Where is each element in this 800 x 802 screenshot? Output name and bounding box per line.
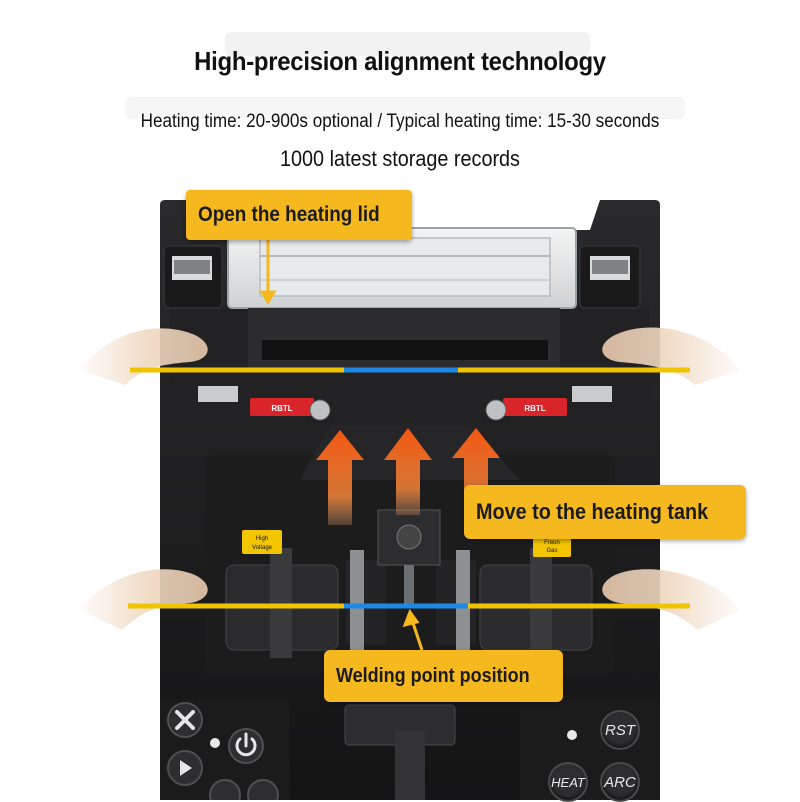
top-left-hand [80,328,208,385]
callout-open-heating-lid-text: Open the heating lid [198,203,380,226]
bottom-right-hand [602,569,740,630]
svg-text:Gas: Gas [546,548,557,554]
right-latch [579,245,641,309]
play-icon [180,760,192,776]
left-key [247,779,279,800]
callout-open-heating-lid: Open the heating lid [186,190,412,240]
headline-storage-records: 1000 latest storage records [280,146,520,171]
ghost-text-bar-1 [225,32,590,56]
left-indicator-plate [198,386,238,402]
svg-text:RBTL: RBTL [524,404,545,413]
right-screw-knob [485,399,507,421]
ghost-text-bar-2 [125,97,685,119]
left-red-clamp: RBTL [250,398,314,416]
headline-heating-time: Heating time: 20-900s optional / Typical… [140,111,660,132]
heat-key-label: HEAT [551,774,585,790]
rst-key[interactable]: RST [600,710,640,750]
right-indicator-plate [572,386,612,402]
callout-move-to-heating-tank-text: Move to the heating tank [476,499,709,524]
arc-key[interactable]: ARC [600,762,640,802]
close-icon [175,710,195,730]
freon-gas-label: Freon Gas [533,535,571,557]
callout-move-to-heating-tank: Move to the heating tank [464,485,746,539]
lid-pointer [259,240,277,305]
heat-arrow-left [316,430,364,525]
heating-lid [227,227,577,370]
power-icon [235,732,257,757]
right-red-clamp: RBTL [503,398,567,416]
svg-text:Freon: Freon [544,540,560,546]
arc-key-label: ARC [604,773,636,791]
callout-welding-point-position-text: Welding point position [336,664,530,687]
top-right-hand [602,327,740,385]
up-key [209,779,241,800]
right-fiber-holder [436,548,593,658]
left-fiber-holder [225,548,386,658]
status-led [567,730,577,740]
heat-arrow-center [384,428,432,515]
callout-welding-point-position: Welding point position [324,650,564,702]
high-voltage-label: High Voltage [242,530,282,554]
rst-key-label: RST [605,721,635,739]
headline-title: High-precision alignment technology [194,46,606,76]
svg-text:High: High [256,536,268,542]
heat-key[interactable]: HEAT [548,762,588,802]
indicator-dot [210,738,220,748]
lower-bracket [395,730,425,800]
left-screw-knob [309,399,331,421]
bottom-left-hand [80,569,208,630]
svg-text:Voltage: Voltage [252,545,273,551]
weld-pointer [402,608,424,651]
svg-text:RBTL: RBTL [271,404,292,413]
left-latch [163,245,223,309]
